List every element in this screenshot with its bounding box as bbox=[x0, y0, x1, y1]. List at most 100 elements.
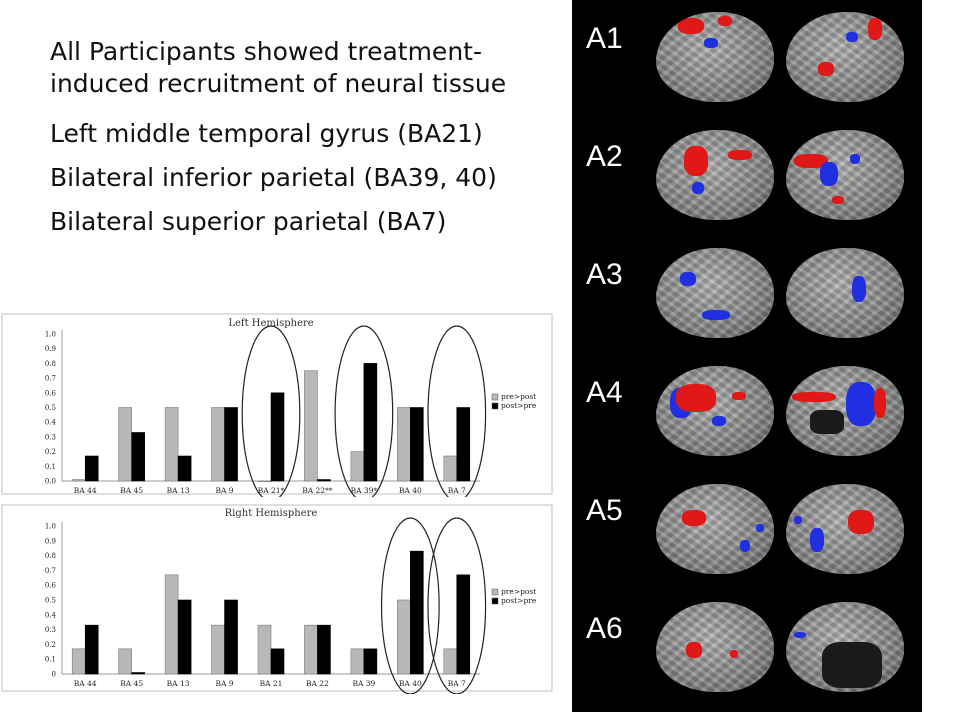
bar-post-pre-ba-9 bbox=[224, 407, 238, 482]
bar-pre-post-ba-45 bbox=[118, 407, 132, 482]
bar-pre-post-ba-40 bbox=[397, 407, 411, 482]
brain-image-left bbox=[656, 484, 774, 574]
row-label-a1: A1 bbox=[586, 22, 623, 55]
highlight-ellipse-ba-39 bbox=[334, 325, 394, 497]
legend-label-pre-post: pre>post bbox=[501, 587, 536, 596]
bar-post-pre-ba-40 bbox=[410, 550, 424, 675]
brain-image-left bbox=[656, 130, 774, 220]
brain-image-right bbox=[786, 248, 904, 338]
bar-post-pre-ba-44 bbox=[84, 624, 99, 675]
legend-label-pre-post: pre>post bbox=[501, 392, 536, 401]
brain-activation-panel: A1 A2 A3 bbox=[572, 0, 922, 712]
y-tick-label: 0.6 bbox=[45, 582, 57, 590]
brain-image-right bbox=[786, 484, 904, 574]
legend-label-post-pre: post>pre bbox=[501, 596, 537, 605]
y-tick-label: 0.3 bbox=[45, 433, 56, 441]
legend-swatch-post-pre bbox=[491, 597, 499, 605]
y-tick-label: 0.4 bbox=[45, 419, 57, 427]
bar-pre-post-ba-22 bbox=[304, 370, 318, 482]
category-label-ba-7: BA 7 bbox=[448, 679, 466, 688]
bar-pre-post-ba-21 bbox=[257, 480, 272, 482]
y-tick-label: 1.0 bbox=[45, 523, 56, 531]
bar-pre-post-ba-44 bbox=[71, 648, 86, 675]
y-tick-label: 0.9 bbox=[45, 345, 56, 353]
bar-post-pre-ba-9 bbox=[224, 599, 238, 675]
y-tick-label: 0.0 bbox=[45, 478, 56, 486]
brain-image-right bbox=[786, 130, 904, 220]
bar-post-pre-ba-22 bbox=[317, 479, 331, 482]
y-tick-label: 0.5 bbox=[45, 404, 56, 412]
category-label-ba-39: BA 39* bbox=[351, 486, 378, 495]
category-label-ba-45: BA 45 bbox=[120, 679, 143, 688]
bar-post-pre-ba-45 bbox=[131, 672, 145, 675]
y-tick-label: 0.4 bbox=[45, 611, 57, 619]
legend-swatch-pre-post bbox=[491, 588, 499, 596]
y-tick-label: 0.9 bbox=[45, 537, 56, 545]
row-label-a3: A3 bbox=[586, 258, 623, 291]
bar-post-pre-ba-45 bbox=[131, 432, 145, 482]
bar-pre-post-ba-13 bbox=[164, 407, 179, 482]
legend-label-post-pre: post>pre bbox=[501, 401, 537, 410]
brain-image-left bbox=[656, 248, 774, 338]
category-label-ba-44: BA 44 bbox=[74, 486, 97, 495]
y-tick-label: 0.2 bbox=[45, 448, 56, 456]
bar-post-pre-ba-7 bbox=[456, 407, 471, 482]
bullet-superior-parietal: Bilateral superior parietal (BA7) bbox=[50, 207, 447, 236]
bar-post-pre-ba-40 bbox=[410, 407, 424, 482]
brain-image-left bbox=[656, 366, 774, 456]
brain-row-a6: A6 bbox=[572, 590, 922, 708]
category-label-ba-40: BA 40 bbox=[399, 679, 422, 688]
highlight-ellipse-ba-7 bbox=[427, 517, 487, 694]
bar-pre-post-ba-22 bbox=[304, 624, 318, 675]
y-tick-label: 0.7 bbox=[45, 375, 56, 383]
y-tick-label: 0 bbox=[52, 671, 56, 679]
bar-pre-post-ba-39 bbox=[350, 648, 365, 675]
brain-image-right bbox=[786, 602, 904, 692]
bar-pre-post-ba-40 bbox=[397, 599, 411, 675]
category-label-ba-45: BA 45 bbox=[120, 486, 143, 495]
bar-post-pre-ba-13 bbox=[177, 599, 192, 675]
bar-post-pre-ba-39 bbox=[363, 648, 378, 675]
brain-image-right bbox=[786, 12, 904, 102]
category-label-ba-22: BA 22 bbox=[306, 679, 329, 688]
right-hemisphere-chart: Right Hemisphere00.10.20.30.40.50.60.70.… bbox=[1, 504, 553, 694]
bar-pre-post-ba-7 bbox=[443, 648, 458, 675]
brain-image-left bbox=[656, 602, 774, 692]
y-tick-label: 0.2 bbox=[45, 641, 56, 649]
category-label-ba-40: BA 40 bbox=[399, 486, 422, 495]
category-label-ba-13: BA 13 bbox=[167, 679, 190, 688]
bar-post-pre-ba-44 bbox=[84, 455, 99, 482]
bar-pre-post-ba-45 bbox=[118, 648, 132, 675]
bar-pre-post-ba-9 bbox=[211, 624, 225, 675]
bar-pre-post-ba-44 bbox=[71, 479, 86, 482]
brain-row-a2: A2 bbox=[572, 118, 922, 236]
y-tick-label: 0.1 bbox=[45, 656, 56, 664]
category-label-ba-9: BA 9 bbox=[216, 486, 234, 495]
brain-row-a3: A3 bbox=[572, 236, 922, 354]
bar-post-pre-ba-13 bbox=[177, 455, 192, 482]
y-tick-label: 0.8 bbox=[45, 552, 56, 560]
category-label-ba-39: BA 39 bbox=[352, 679, 375, 688]
y-tick-label: 0.1 bbox=[45, 463, 56, 471]
row-label-a4: A4 bbox=[586, 376, 623, 409]
brain-row-a1: A1 bbox=[572, 0, 922, 118]
brain-row-a4: A4 bbox=[572, 354, 922, 472]
category-label-ba-44: BA 44 bbox=[74, 679, 97, 688]
chart-title: Right Hemisphere bbox=[225, 508, 318, 519]
category-label-ba-7: BA 7 bbox=[448, 486, 466, 495]
y-tick-label: 1.0 bbox=[45, 331, 56, 339]
category-label-ba-21: BA 21 bbox=[260, 679, 283, 688]
bar-pre-post-ba-13 bbox=[164, 574, 179, 675]
category-label-ba-9: BA 9 bbox=[216, 679, 234, 688]
y-tick-label: 0.3 bbox=[45, 626, 56, 634]
legend-swatch-post-pre bbox=[491, 402, 499, 410]
bar-pre-post-ba-39 bbox=[350, 451, 365, 482]
bar-post-pre-ba-21 bbox=[270, 648, 285, 675]
bar-post-pre-ba-21 bbox=[270, 392, 285, 482]
highlight-ellipse-ba-21 bbox=[241, 325, 301, 497]
row-label-a2: A2 bbox=[586, 140, 623, 173]
bullet-list: All Participants showed treatment-induce… bbox=[50, 36, 570, 250]
bar-pre-post-ba-21 bbox=[257, 624, 272, 675]
category-label-ba-13: BA 13 bbox=[167, 486, 190, 495]
bar-post-pre-ba-39 bbox=[363, 363, 378, 482]
